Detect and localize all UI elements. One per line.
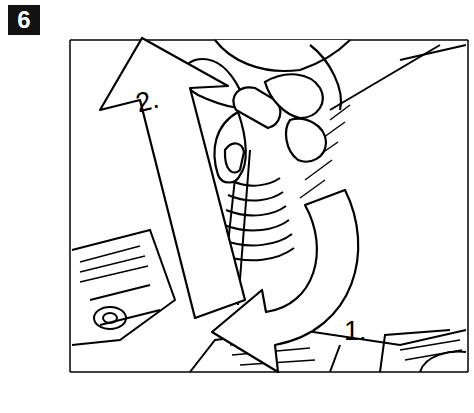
direction-arrow xyxy=(100,38,245,318)
step-number: 6 xyxy=(8,5,40,35)
callout-number: 1. xyxy=(344,318,367,345)
rotation-arrow xyxy=(212,190,358,372)
